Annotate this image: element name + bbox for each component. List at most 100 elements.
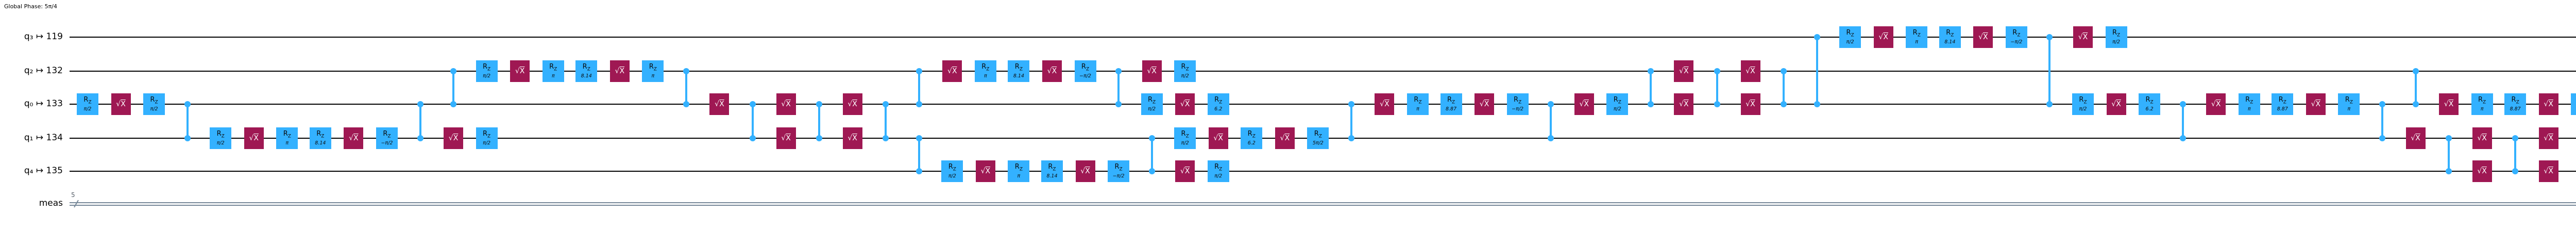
cz-gate [818,104,821,138]
cz-dot [2446,135,2452,141]
cz-dot [2379,101,2385,107]
cz-dot [816,101,823,107]
sqrt-x-gate: √X [2306,93,2326,115]
cz-gate [1783,71,1785,104]
qubit-label: q₄ ↦ 135 [24,166,63,176]
sqrt-x-gate: √X [942,60,962,82]
cz-dot [2179,101,2186,107]
sqrt-x-gate: √X [1375,93,1395,115]
cz-gate [2514,138,2517,171]
cz-dot [417,101,423,107]
cz-gate [752,104,754,138]
cz-dot [683,68,689,74]
cz-gate [885,104,887,138]
cz-dot [1647,68,1654,74]
cz-gate [2381,104,2383,138]
sqrt-x-gate: √X [2405,127,2426,149]
classical-bundle-count: 5 [71,191,75,199]
sqrt-x-gate: √X [1475,93,1495,115]
cz-gate [2048,37,2051,104]
cz-dot [916,68,922,74]
cz-dot [750,135,756,141]
cz-dot [2046,101,2053,107]
classical-bundle-slash [74,200,79,208]
sqrt-x-gate: √X [776,127,796,149]
sqrt-x-gate: √X [1973,26,1993,48]
sqrt-x-gate: √X [842,127,862,149]
cz-gate [1716,71,1718,104]
cz-gate [2414,71,2417,104]
cz-gate [918,71,920,104]
cz-dot [1647,101,1654,107]
sqrt-x-gate: √X [111,93,131,115]
sqrt-x-gate: √X [1574,93,1594,115]
cz-dot [916,168,922,174]
sqrt-x-gate: √X [776,93,796,115]
sqrt-x-gate: √X [1275,127,1295,149]
cz-gate [1550,104,1552,138]
sqrt-x-gate: √X [244,127,264,149]
sqrt-x-gate: √X [2472,127,2492,149]
cz-dot [1548,135,1554,141]
sqrt-x-gate: √X [1674,60,1694,82]
sqrt-x-gate: √X [609,60,630,82]
cz-dot [2512,168,2519,174]
sqrt-x-gate: √X [2073,26,2093,48]
cz-gate [1350,104,1352,138]
sqrt-x-gate: √X [2206,93,2226,115]
rz-gate: RZ−π/2 [1506,93,1529,115]
cz-dot [1548,101,1554,107]
cz-dot [816,135,823,141]
cz-gate [1816,37,1818,104]
cz-dot [2412,101,2419,107]
cz-dot [2046,34,2053,40]
sqrt-x-gate: √X [444,127,464,149]
qubit-label: q₃ ↦ 119 [24,31,63,42]
cz-dot [1115,101,1122,107]
sqrt-x-gate: √X [1740,60,1760,82]
cz-dot [1148,135,1155,141]
sqrt-x-gate: √X [1142,60,1162,82]
cz-dot [1348,135,1354,141]
cz-gate [918,138,920,171]
cz-gate [2448,138,2450,171]
sqrt-x-gate: √X [709,93,730,115]
cz-dot [2412,68,2419,74]
sqrt-x-gate: √X [2538,93,2558,115]
cz-gate [2181,104,2184,138]
cz-dot [1781,101,1787,107]
cz-gate [1150,138,1153,171]
cz-gate [1117,71,1120,104]
sqrt-x-gate: √X [1740,93,1760,115]
rz-gate: RZ−π/2 [1074,60,1096,82]
cz-dot [417,135,423,141]
cz-dot [2379,135,2385,141]
sqrt-x-gate: √X [1042,60,1062,82]
